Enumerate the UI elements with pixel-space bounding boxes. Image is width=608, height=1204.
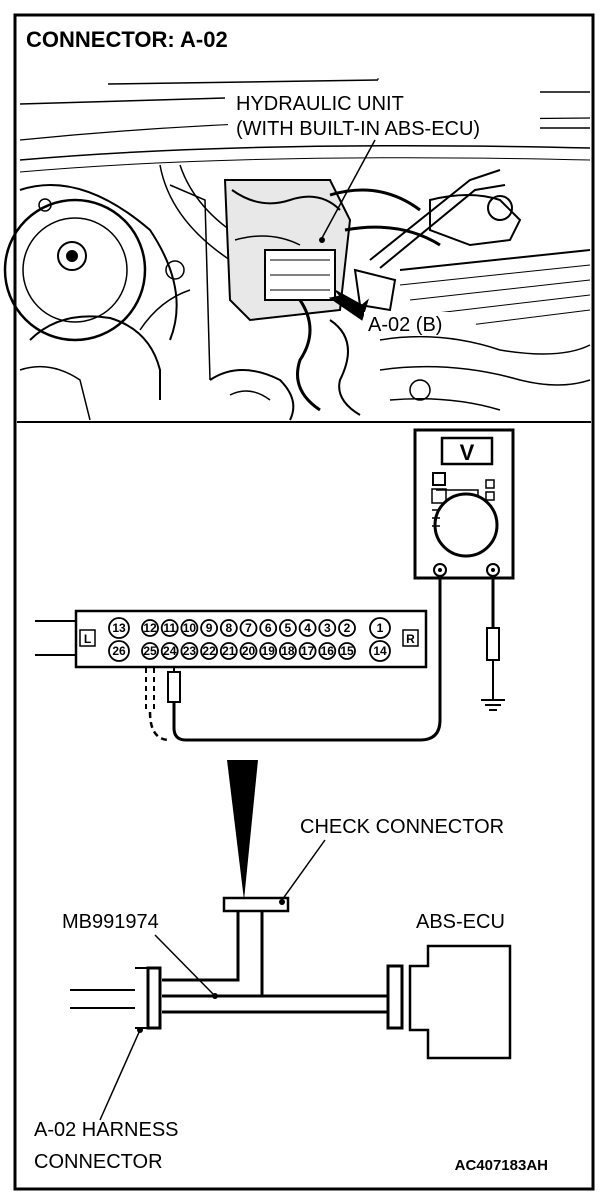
connector-pin <box>180 619 199 637</box>
connector-pin-number: 19 <box>262 644 276 658</box>
connector-pin <box>278 619 297 637</box>
abs-ecu-box <box>408 944 512 1060</box>
connector-pin <box>108 617 130 639</box>
connector-pin <box>200 642 219 660</box>
connector-pin <box>141 619 159 637</box>
voltmeter: V <box>413 428 515 580</box>
connector-pin <box>219 619 238 637</box>
connector-pin-number: 22 <box>202 644 216 658</box>
connector-right-tag: R <box>406 632 415 646</box>
abs-ecu-label: ABS-ECU <box>416 911 505 933</box>
connector-pin <box>239 642 258 660</box>
down-pointer <box>227 760 258 900</box>
connector-pin-number: 24 <box>163 644 177 658</box>
connector-pin <box>160 619 179 637</box>
connector-pin-row-bottom: 26 25 24 23 22 21 20 19 18 17 16 15 14 <box>108 640 391 662</box>
page-title: CONNECTOR: A-02 <box>26 27 228 52</box>
connector-pin-number: 15 <box>340 644 354 658</box>
engine-bay-photo <box>3 17 591 423</box>
connector-pin-number: 21 <box>222 644 236 658</box>
check-connector-label: CHECK CONNECTOR <box>300 816 504 838</box>
connector-pin-number: 18 <box>281 644 295 658</box>
check-connector <box>222 896 290 913</box>
connector-pin-number: 10 <box>183 621 197 635</box>
connector-pin <box>219 642 238 660</box>
hydraulic-unit-label-line1: HYDRAULIC UNIT <box>236 93 404 115</box>
connector-pin <box>259 642 278 660</box>
connector-pin-number: 17 <box>301 644 315 658</box>
connector-pin <box>369 617 391 639</box>
connector-pin-number: 23 <box>183 644 197 658</box>
connector-pin <box>180 642 199 660</box>
test-harness-schematic <box>70 839 512 1121</box>
connector-pin <box>338 642 356 660</box>
connector-pin-number: 16 <box>321 644 335 658</box>
outer-frame <box>13 13 595 1191</box>
connector-pin <box>160 642 179 660</box>
ground-symbol <box>481 699 505 711</box>
connector-pin-number: 8 <box>225 621 232 635</box>
connector-pin-number: 13 <box>112 621 126 635</box>
connector-pin <box>141 642 159 660</box>
connector-pin-number: 7 <box>245 621 252 635</box>
connector-pin <box>318 642 337 660</box>
ecu-connector-block <box>386 964 404 1030</box>
connector-pin <box>298 642 317 660</box>
connector-pin-number: 2 <box>344 621 351 635</box>
connector-pin-number: 5 <box>285 621 292 635</box>
connector-pin <box>318 619 337 637</box>
connector-pin-number: 6 <box>265 621 272 635</box>
meter-dial <box>433 492 499 558</box>
harness-connector-block <box>146 966 162 1030</box>
connector-pin <box>259 619 278 637</box>
connector-pin <box>200 619 219 637</box>
connector-pin-number: 14 <box>373 644 387 658</box>
figure-id: AC407183AH <box>455 1157 548 1174</box>
connector-pin-number: 1 <box>377 621 384 635</box>
connector-callout-label: A-02 (B) <box>368 314 442 336</box>
harness-label-line1: A-02 HARNESS <box>34 1119 179 1141</box>
meter-display <box>440 436 494 466</box>
connector-left-tag: L <box>84 632 91 646</box>
connector-pin <box>298 619 317 637</box>
connector-pin <box>369 640 391 662</box>
title-bg <box>22 22 262 54</box>
connector-pin-number: 25 <box>143 644 157 658</box>
connector-pin-number: 26 <box>112 644 126 658</box>
connector-pin-number: 11 <box>163 621 176 635</box>
connector-pin <box>338 619 356 637</box>
probe-leads <box>145 576 505 742</box>
connector-pin-number: 20 <box>242 644 256 658</box>
meter-symbol: V <box>460 440 475 465</box>
connector-pin-number: 9 <box>206 621 213 635</box>
connector-pin <box>278 642 297 660</box>
harness-label-line2: CONNECTOR <box>34 1151 163 1173</box>
connector-pin-number: 12 <box>143 621 157 635</box>
tool-label: MB991974 <box>62 911 159 933</box>
connector-pin <box>108 640 130 662</box>
connector-pin <box>239 619 258 637</box>
connector-arrow <box>328 289 369 321</box>
connector-pin-number: 3 <box>324 621 331 635</box>
hydraulic-unit-label-line2: (WITH BUILT-IN ABS-ECU) <box>236 118 480 140</box>
connector-pin-number: 4 <box>304 621 311 635</box>
